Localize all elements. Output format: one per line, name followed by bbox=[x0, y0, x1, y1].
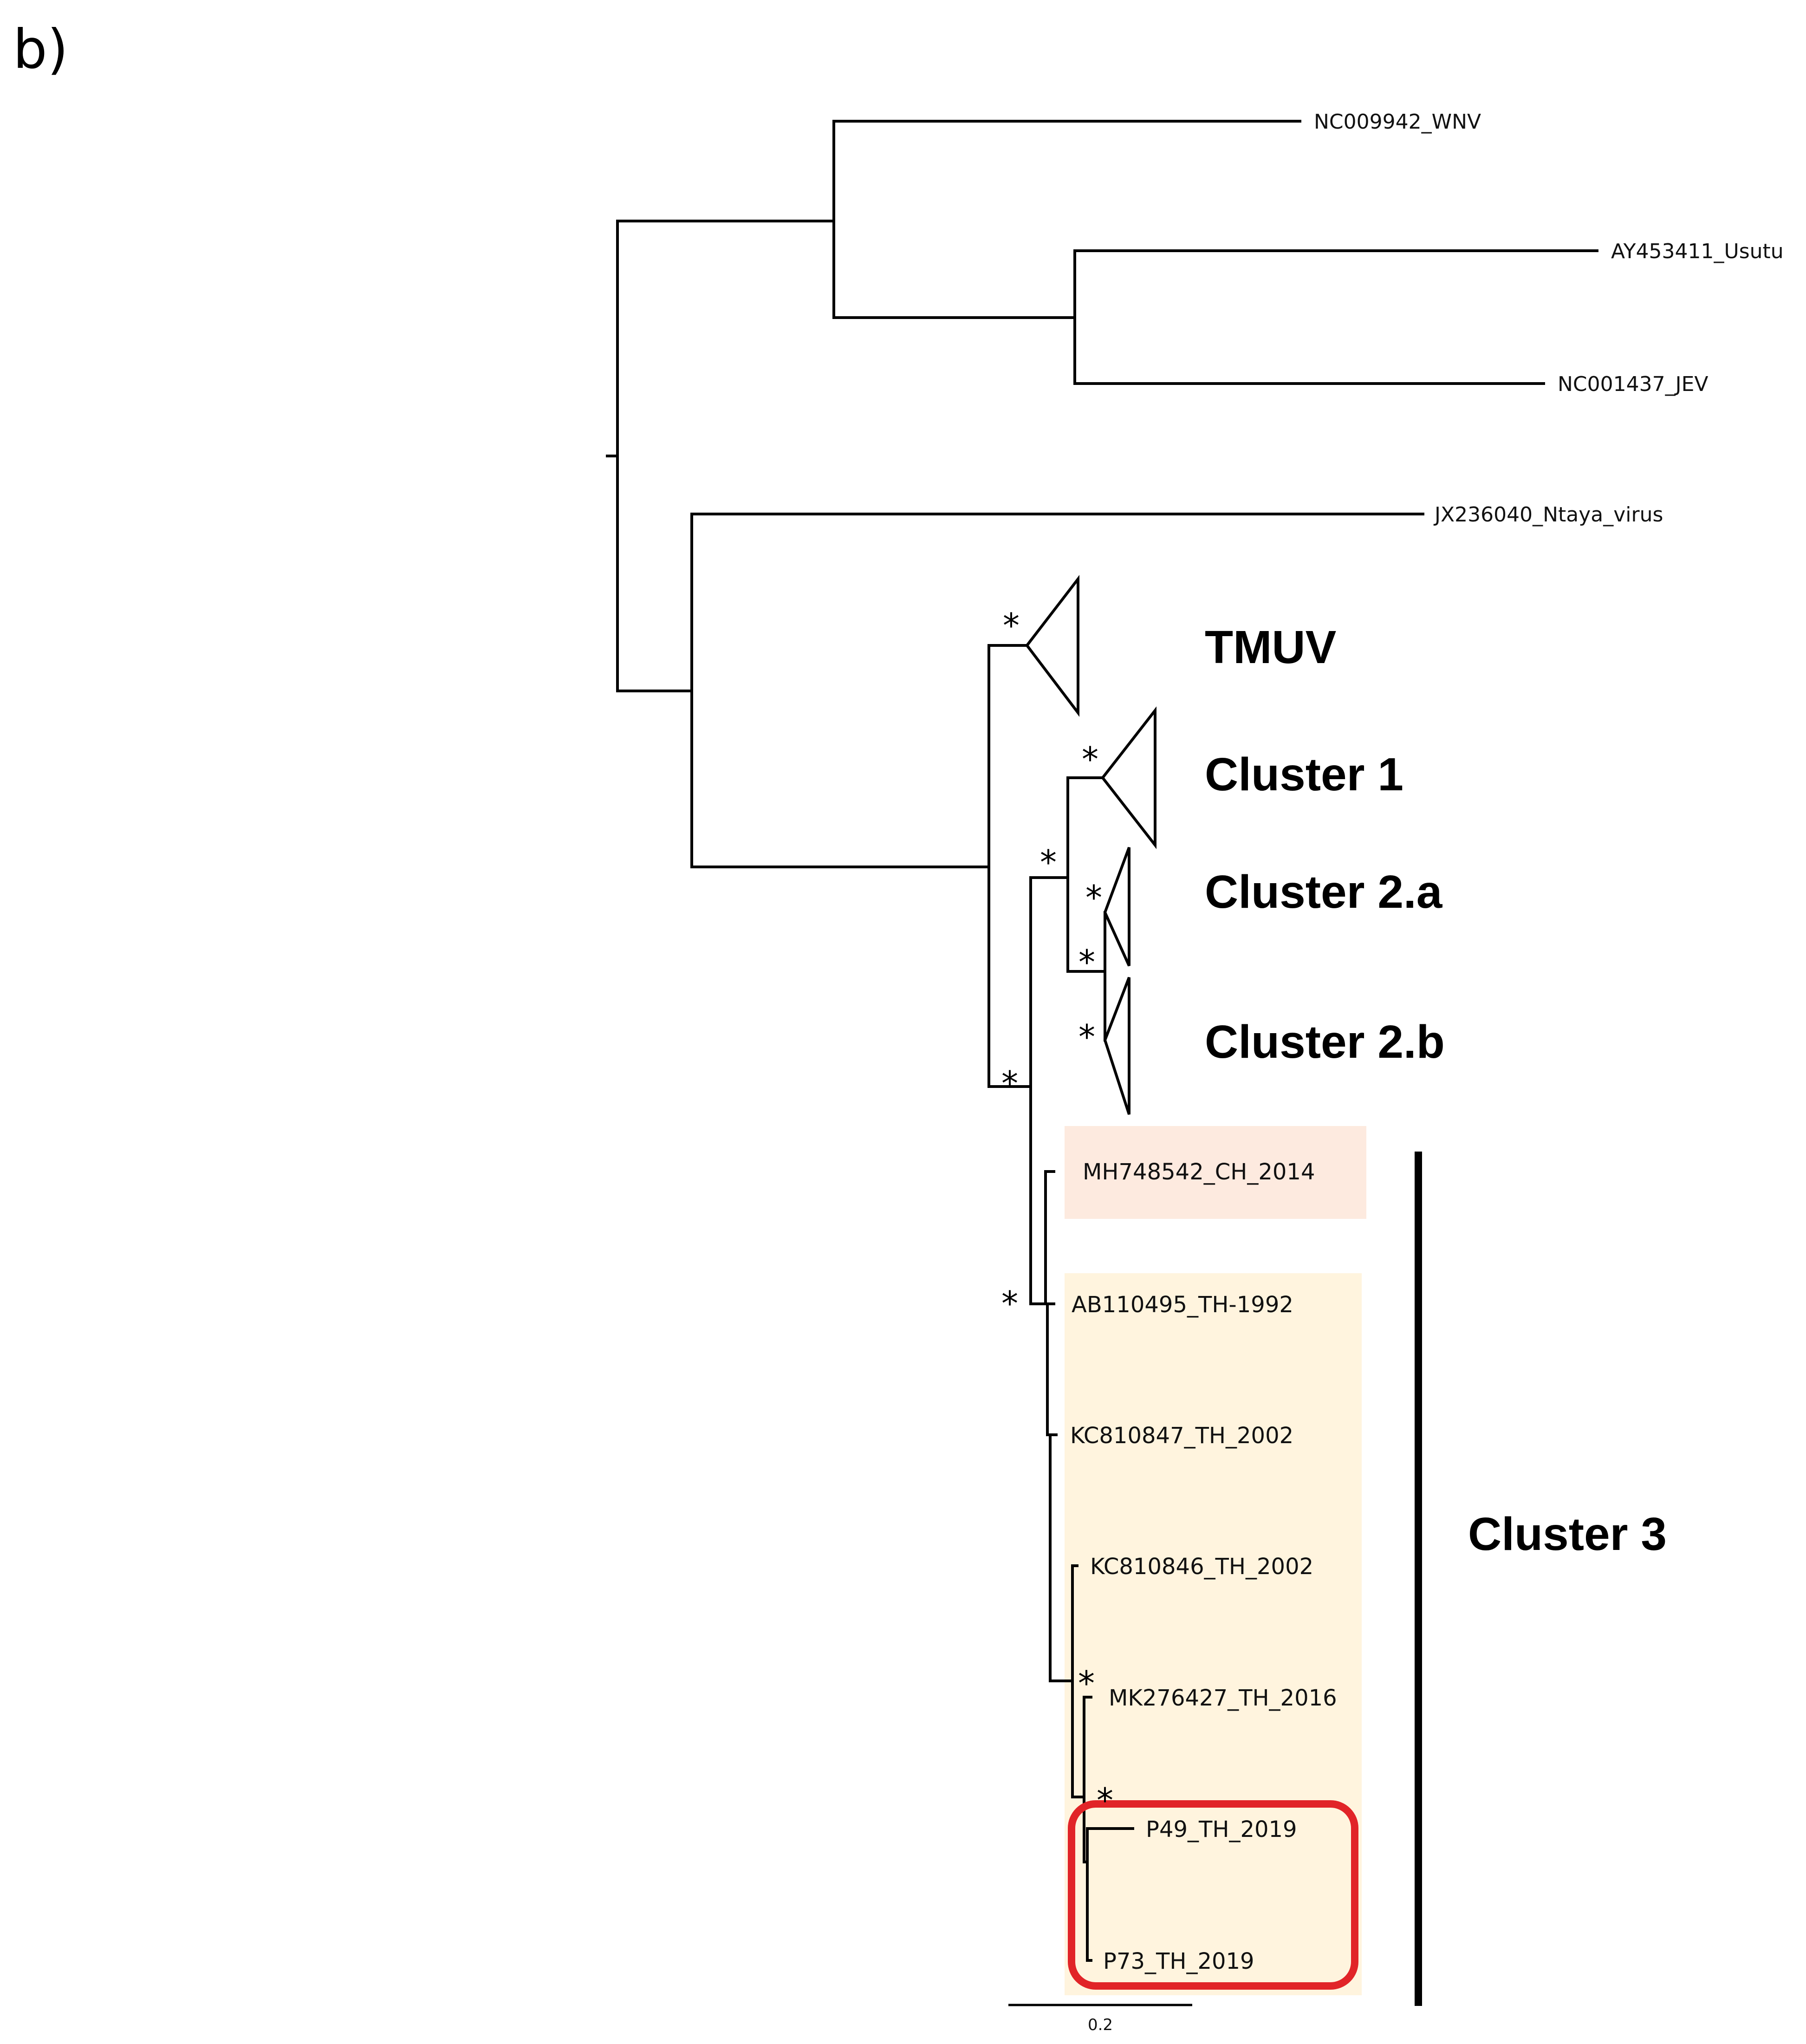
tip-label-th2002b: KC810846_TH_2002 bbox=[1090, 1554, 1313, 1580]
tip-label-ch2014: MH748542_CH_2014 bbox=[1083, 1159, 1315, 1185]
support-marker: * bbox=[1001, 1064, 1018, 1103]
clade-label-cluster1: Cluster 1 bbox=[1205, 749, 1403, 801]
support-marker: * bbox=[1040, 843, 1057, 882]
tip-label-th2016: MK276427_TH_2016 bbox=[1109, 1685, 1337, 1711]
support-marker: * bbox=[1097, 1781, 1113, 1820]
support-marker: * bbox=[1078, 1664, 1095, 1703]
support-marker: * bbox=[1003, 606, 1020, 645]
cluster1-collapsed-clade bbox=[1101, 706, 1156, 849]
tip-label-ntaya: JX236040_Ntaya_virus bbox=[1433, 503, 1663, 527]
support-marker: * bbox=[1078, 943, 1095, 982]
tmuv-collapsed-clade bbox=[1025, 575, 1079, 717]
tip-label-th1992: AB110495_TH-1992 bbox=[1072, 1292, 1293, 1318]
support-marker: * bbox=[1085, 878, 1102, 917]
th-highlight bbox=[1065, 1273, 1362, 1995]
tip-label-p49: P49_TH_2019 bbox=[1146, 1816, 1297, 1842]
new-isolates-box bbox=[1068, 1800, 1358, 1990]
cluster2b-collapsed-clade bbox=[1103, 976, 1130, 1115]
clade-label-tmuv: TMUV bbox=[1205, 621, 1337, 673]
scale-bar-label: 0.2 bbox=[1088, 2016, 1113, 2034]
ch-highlight bbox=[1065, 1126, 1366, 1219]
cluster2a-collapsed-clade bbox=[1103, 846, 1130, 967]
tip-label-p73: P73_TH_2019 bbox=[1103, 1948, 1254, 1974]
clade-label-cluster2a: Cluster 2.a bbox=[1205, 866, 1443, 918]
support-marker: * bbox=[1078, 1017, 1095, 1056]
clade-label-cluster2b: Cluster 2.b bbox=[1205, 1016, 1445, 1068]
tip-label-jev: NC001437_JEV bbox=[1558, 372, 1708, 396]
tip-label-wnv: NC009942_WNV bbox=[1314, 110, 1481, 134]
support-marker: * bbox=[1082, 740, 1098, 779]
panel-label: b) bbox=[13, 18, 68, 81]
support-marker: * bbox=[1001, 1284, 1018, 1323]
clade-label-cluster3: Cluster 3 bbox=[1468, 1508, 1667, 1560]
tip-label-usutu: AY453411_Usutu bbox=[1611, 240, 1784, 263]
tip-label-th2002a: KC810847_TH_2002 bbox=[1070, 1423, 1293, 1449]
